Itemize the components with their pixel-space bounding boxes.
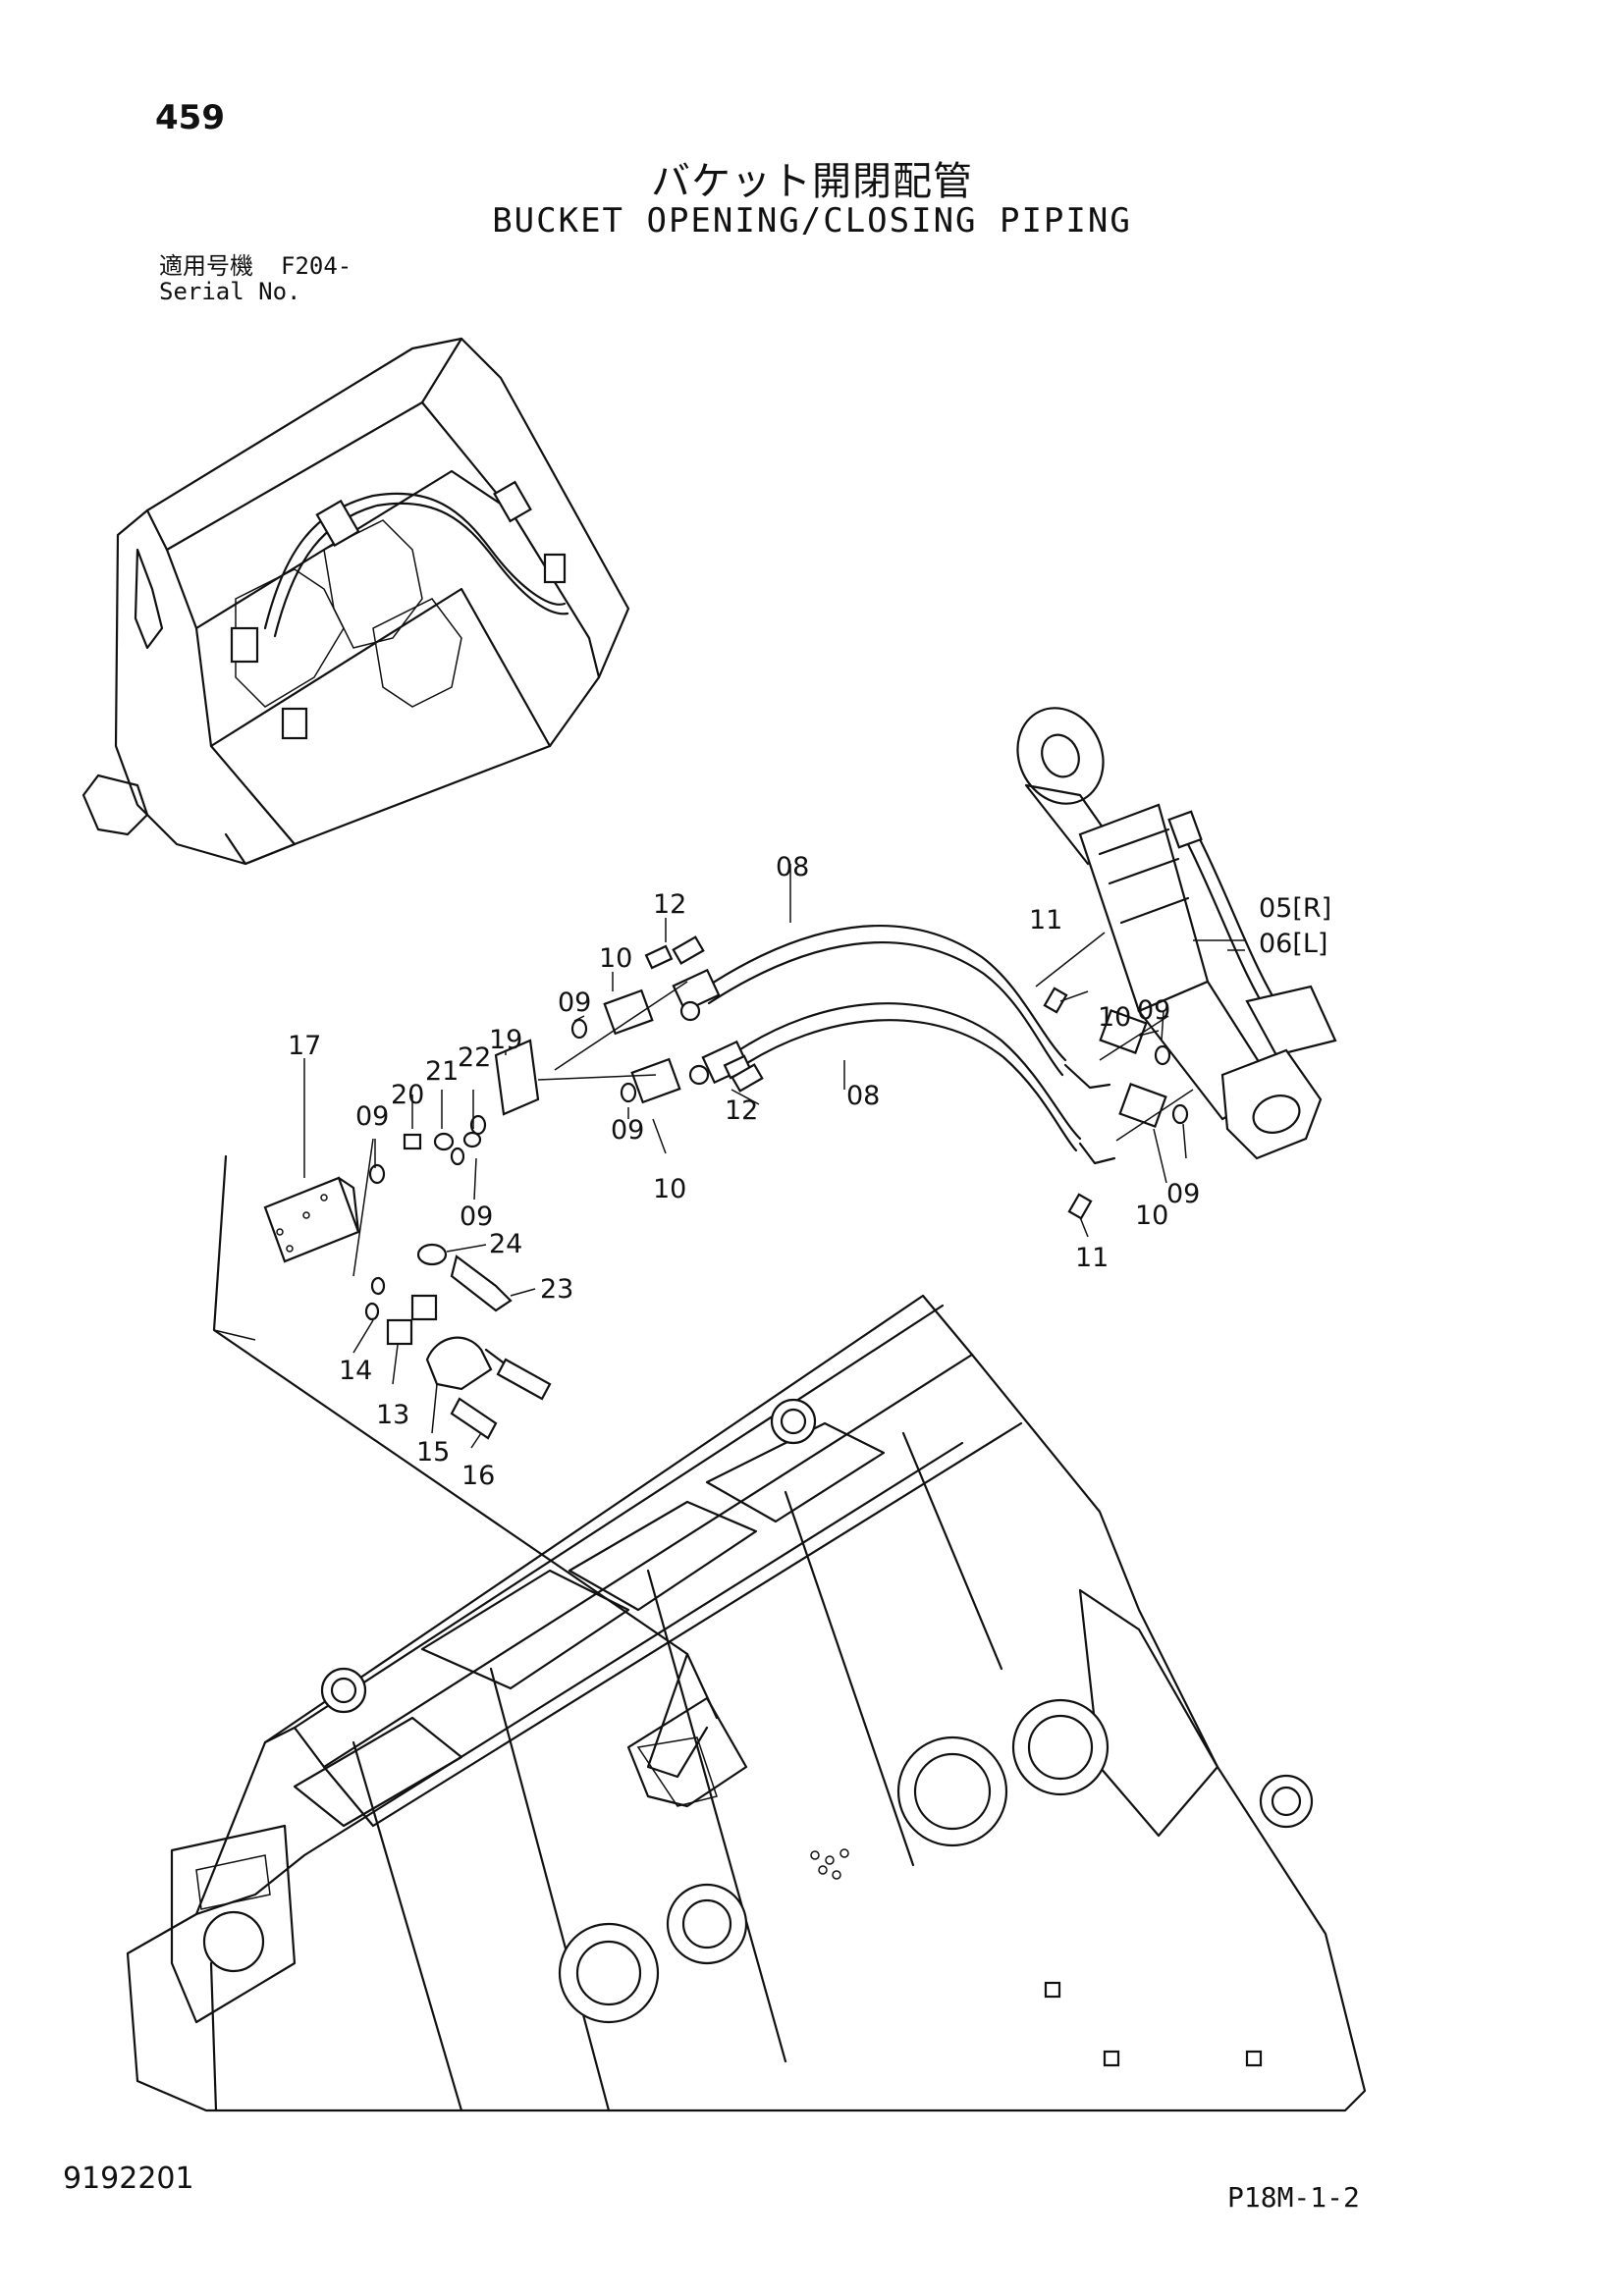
- callout-23: 23: [540, 1274, 573, 1305]
- callout-12-lower: 12: [725, 1095, 758, 1126]
- callout-15: 15: [416, 1437, 450, 1468]
- serial-info: 適用号機 F204- Serial No.: [159, 253, 352, 304]
- page-title-japanese: バケット開閉配管: [651, 159, 973, 204]
- callout-21: 21: [425, 1056, 459, 1087]
- mounting-reference-lines: [212, 1154, 719, 1779]
- callout-12-upper: 12: [653, 889, 686, 920]
- page-title-english: BUCKET OPENING/CLOSING PIPING: [492, 201, 1132, 240]
- callout-labels: 12 10 08 11 05[R] 06[L] 09 19 22 21 20 0…: [288, 852, 1331, 1491]
- callout-11-lower: 11: [1075, 1243, 1109, 1273]
- small-parts: [263, 935, 1189, 1440]
- drawing-number: 9192201: [63, 2162, 194, 2196]
- callout-16: 16: [461, 1461, 495, 1491]
- callout-09-b: 09: [355, 1101, 389, 1132]
- callout-06-l: 06[L]: [1259, 929, 1327, 959]
- serial-value: F204-: [281, 252, 352, 280]
- callout-09-e: 09: [460, 1201, 493, 1232]
- bucket-frame-drawing: [126, 1294, 1367, 2112]
- callout-19: 19: [489, 1025, 522, 1055]
- callout-22: 22: [458, 1042, 491, 1073]
- callout-05-r: 05[R]: [1259, 893, 1331, 924]
- callout-08-top: 08: [776, 852, 809, 882]
- hoses: [672, 924, 1116, 1165]
- callout-14: 14: [339, 1356, 372, 1386]
- leader-lines: [303, 864, 1245, 1449]
- callout-09-f: 09: [1166, 1179, 1200, 1209]
- callout-10-upper-right: 10: [1098, 1002, 1131, 1033]
- callout-24: 24: [489, 1229, 522, 1259]
- page-code: P18M-1-2: [1227, 2181, 1360, 2214]
- callout-20: 20: [391, 1080, 424, 1110]
- serial-label-japanese: 適用号機: [159, 252, 253, 280]
- callout-09-a: 09: [558, 988, 591, 1018]
- bucket-cylinder: [1016, 707, 1337, 1160]
- page-number: 459: [155, 98, 225, 137]
- callout-17: 17: [288, 1031, 321, 1061]
- callout-13: 13: [376, 1400, 409, 1430]
- callout-11-upper: 11: [1029, 905, 1062, 935]
- serial-label-english: Serial No.: [159, 278, 301, 305]
- callout-10-lower-right: 10: [1135, 1201, 1168, 1231]
- callout-09-c: 09: [1137, 995, 1170, 1026]
- callout-10-upper-left: 10: [599, 943, 632, 974]
- callout-08-middle: 08: [846, 1081, 880, 1111]
- callout-10-lower-left: 10: [653, 1174, 686, 1204]
- callout-09-d: 09: [611, 1115, 644, 1146]
- bucket-overview-drawing: [81, 337, 630, 866]
